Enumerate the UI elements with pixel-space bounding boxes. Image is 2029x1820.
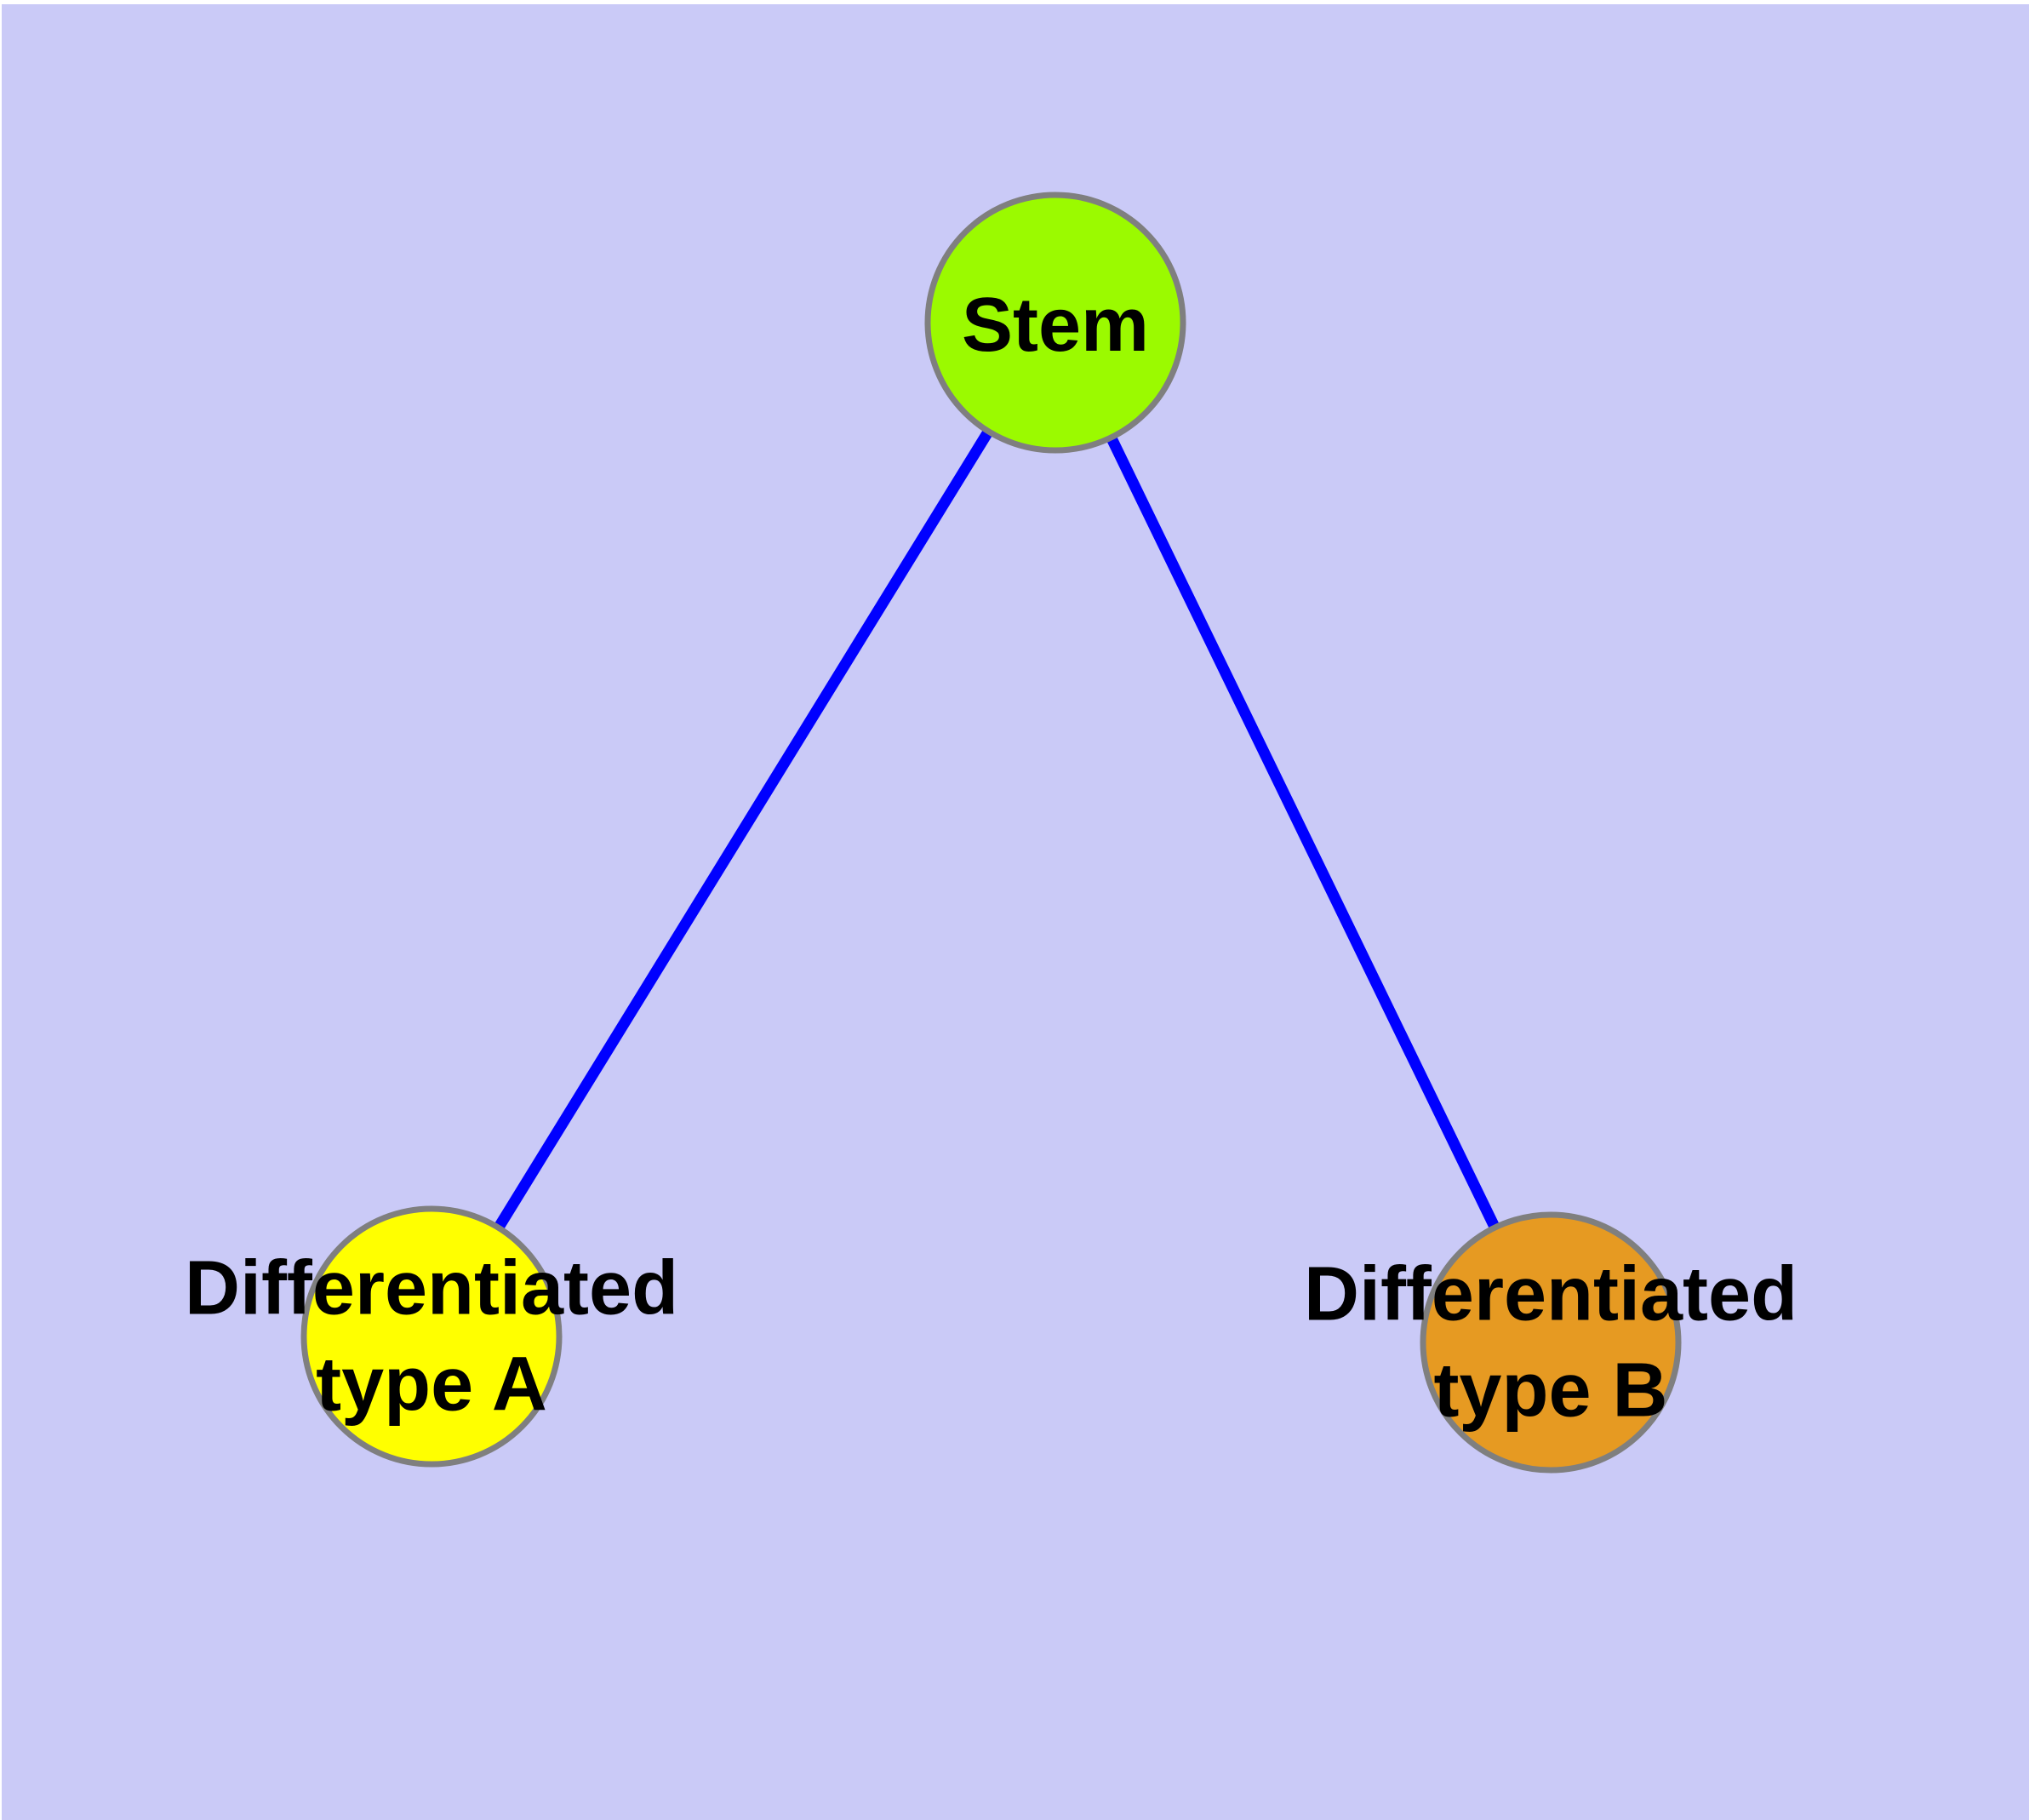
edge-stem-to-type-a — [426, 319, 1060, 1340]
node-type-a-circle — [300, 1205, 563, 1468]
graph-svg — [2, 4, 2029, 1820]
node-stem-circle — [924, 192, 1186, 454]
edge-stem-to-type-b — [1050, 320, 1556, 1345]
node-type-b-circle — [1420, 1211, 1682, 1474]
diagram-canvas: Stem Differentiated type A Differentiate… — [2, 4, 2029, 1820]
